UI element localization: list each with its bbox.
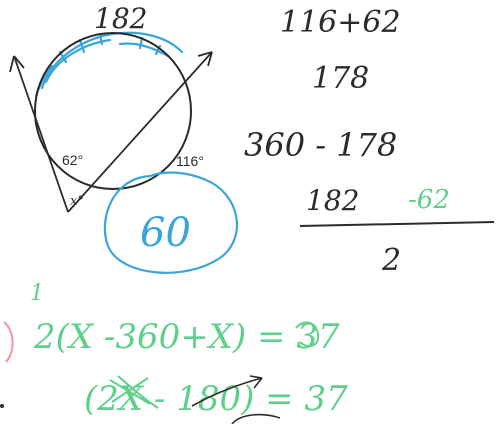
fraction-numerator-green: -62 bbox=[408, 185, 450, 215]
bottom-arrow bbox=[191, 375, 281, 424]
green-lead: 1 bbox=[30, 281, 44, 306]
secant-left bbox=[9, 55, 69, 213]
black-dot bbox=[0, 404, 4, 408]
secant-right bbox=[67, 51, 213, 213]
answer-circle bbox=[103, 171, 238, 274]
pink-mark bbox=[3, 321, 14, 363]
sum-expression: 116+62 bbox=[280, 5, 401, 40]
top-arc-value: 182 bbox=[94, 2, 147, 35]
arc-shading bbox=[34, 31, 184, 98]
angle-label-x: x° bbox=[70, 194, 84, 209]
answer-value: 60 bbox=[140, 210, 191, 256]
angle-label-116: 116° bbox=[176, 153, 204, 169]
green-scribbles bbox=[109, 321, 320, 409]
sum-result: 178 bbox=[312, 61, 369, 96]
fraction-numerator: 182 bbox=[306, 184, 359, 217]
fraction-denominator: 2 bbox=[381, 243, 401, 278]
green-equation-2: (2X - 180) = 37 bbox=[84, 379, 348, 419]
subtract-expression: 360 - 178 bbox=[244, 126, 397, 164]
green-equation-1: 2(X -360+X) = 37 bbox=[33, 317, 340, 357]
angle-label-62: 62° bbox=[62, 152, 83, 168]
circle bbox=[34, 32, 192, 190]
fraction-bar bbox=[299, 221, 495, 227]
